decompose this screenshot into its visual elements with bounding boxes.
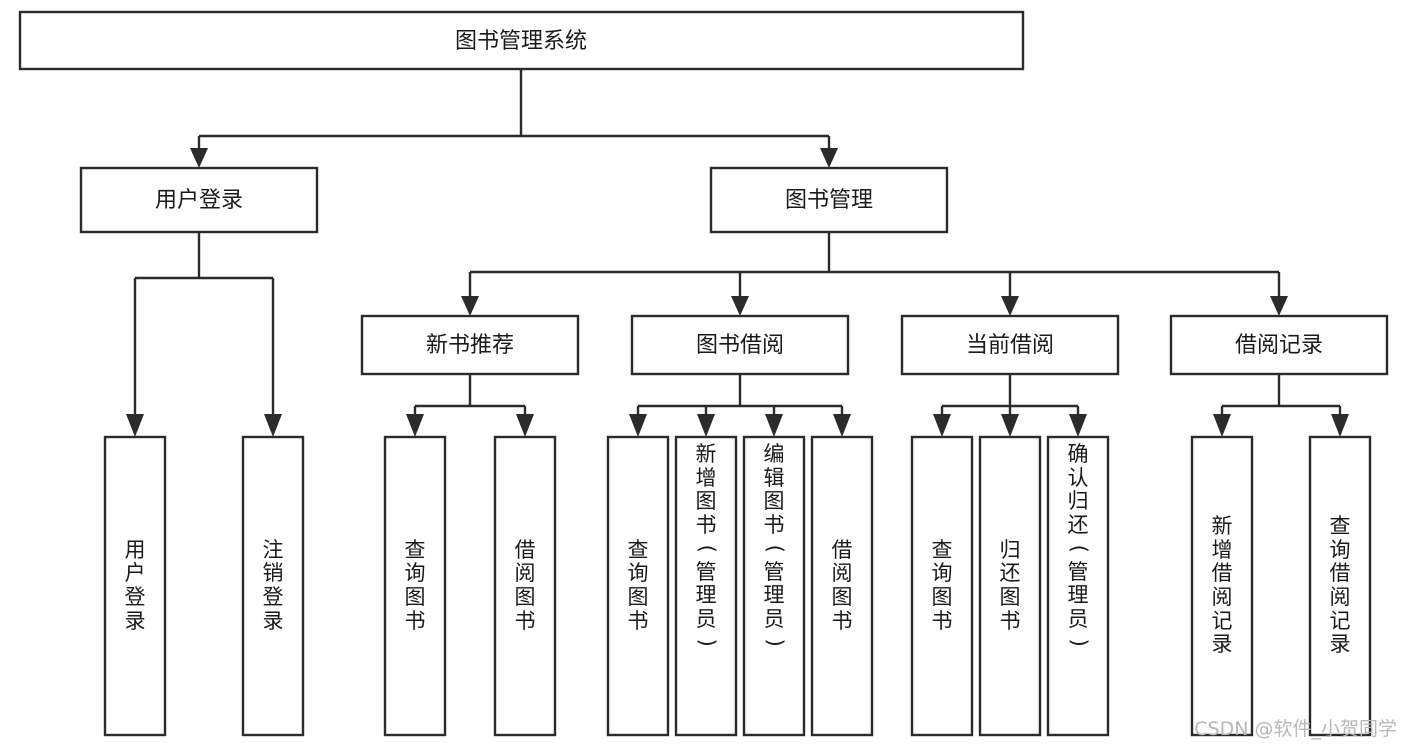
node-new-book-recommend-box[interactable]	[360, 314, 580, 376]
node-root[interactable]: 图书管理系统	[18, 10, 1025, 71]
leaf-box-logout[interactable]	[241, 435, 305, 737]
leaf-box-br-add-record[interactable]	[1190, 435, 1254, 737]
arrowhead-bb-leaf4	[833, 414, 851, 437]
arrowhead-book-mgmt	[820, 148, 838, 168]
arrowhead-leaf-logout	[264, 414, 282, 437]
node-current-borrow[interactable]: 当前借阅	[900, 314, 1120, 376]
arrowhead-user-login	[190, 148, 208, 168]
node-new-book-recommend-label: 新书推荐	[426, 333, 514, 358]
node-current-borrow-box[interactable]	[900, 314, 1120, 376]
node-user-login-box[interactable]	[79, 166, 319, 234]
arrowhead-br-leaf2	[1331, 414, 1349, 437]
leaf-box-bb-add-book[interactable]	[674, 435, 738, 737]
node-root-label: 图书管理系统	[455, 29, 587, 54]
arrowhead-nb-leaf2	[516, 414, 534, 437]
arrowhead-book-borrow	[731, 296, 749, 316]
node-book-borrow[interactable]: 图书借阅	[630, 314, 850, 376]
node-root-box[interactable]	[18, 10, 1025, 71]
csdn-watermark: CSDN @软件_小贺同学	[1194, 718, 1397, 740]
arrowhead-cb-leaf3	[1069, 414, 1087, 437]
leaf-box-cb-query-book[interactable]	[910, 435, 974, 737]
leaf-box-user-login[interactable]	[103, 435, 167, 737]
leaf-box-cb-return-book[interactable]	[978, 435, 1042, 737]
leaf-box-bb-edit-book[interactable]	[742, 435, 806, 737]
leaf-box-br-query-record[interactable]	[1308, 435, 1372, 737]
arrowhead-cb-leaf2	[1001, 414, 1019, 437]
node-book-management[interactable]: 图书管理	[709, 166, 949, 234]
arrowhead-br-leaf1	[1213, 414, 1231, 437]
node-book-management-box[interactable]	[709, 166, 949, 234]
connector-group	[126, 69, 1349, 437]
node-borrow-records-box[interactable]	[1169, 314, 1389, 376]
node-book-borrow-box[interactable]	[630, 314, 850, 376]
arrowhead-new-book	[461, 296, 479, 316]
leaf-box-cb-confirm-return[interactable]	[1046, 435, 1110, 737]
node-book-management-label: 图书管理	[785, 188, 873, 213]
node-user-login-label: 用户登录	[155, 188, 243, 213]
leaf-box-nb-borrow-book[interactable]	[493, 435, 557, 737]
arrowhead-current-borrow	[1001, 296, 1019, 316]
arrowhead-bb-leaf2	[697, 414, 715, 437]
node-user-login[interactable]: 用户登录	[79, 166, 319, 234]
arrowhead-borrow-records	[1270, 296, 1288, 316]
arrowhead-bb-leaf1	[629, 414, 647, 437]
arrowhead-cb-leaf1	[933, 414, 951, 437]
arrowhead-nb-leaf1	[406, 414, 424, 437]
leaf-box-nb-query-book[interactable]	[383, 435, 447, 737]
leaf-box-bb-borrow-book[interactable]	[810, 435, 874, 737]
arrowhead-leaf-user-login	[126, 414, 144, 437]
arrowhead-bb-leaf3	[765, 414, 783, 437]
leaf-box-bb-query-book[interactable]	[606, 435, 670, 737]
node-current-borrow-label: 当前借阅	[966, 333, 1054, 358]
node-borrow-records[interactable]: 借阅记录	[1169, 314, 1389, 376]
node-borrow-records-label: 借阅记录	[1235, 333, 1323, 358]
node-new-book-recommend[interactable]: 新书推荐	[360, 314, 580, 376]
node-book-borrow-label: 图书借阅	[696, 333, 784, 358]
